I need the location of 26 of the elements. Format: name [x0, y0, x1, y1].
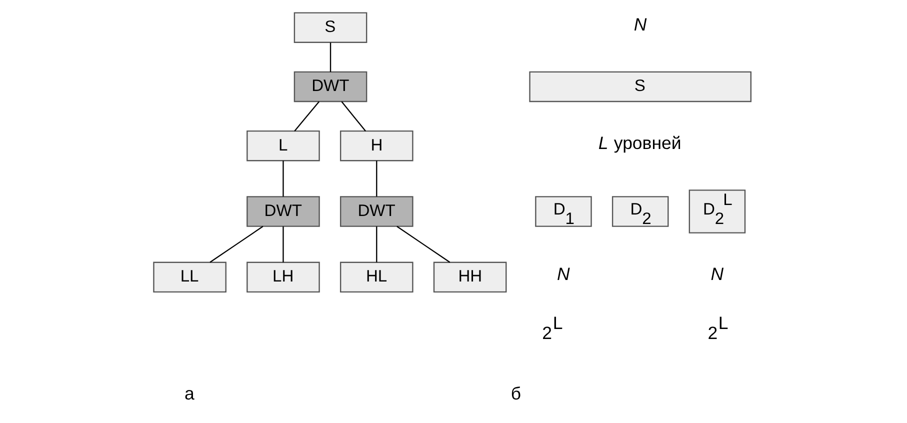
node-box: L	[246, 130, 320, 162]
node-box: S	[294, 12, 368, 43]
label: б	[510, 384, 522, 404]
node-box: DWT	[340, 196, 414, 227]
connector	[210, 226, 264, 263]
connector	[341, 101, 366, 132]
node-box: DWT	[246, 196, 320, 227]
label: N	[556, 264, 570, 284]
node-box: DWT	[294, 71, 368, 102]
node-box: H	[340, 130, 414, 162]
label: N	[634, 14, 647, 35]
label: а	[184, 384, 194, 404]
connector	[282, 160, 284, 197]
label: N	[710, 264, 724, 284]
connector	[294, 101, 320, 132]
connector	[396, 226, 450, 263]
node-box: LH	[246, 262, 320, 292]
connector	[376, 226, 378, 262]
connector	[330, 42, 332, 72]
node-box: LL	[153, 262, 226, 292]
label: L уровней	[598, 132, 682, 153]
connector	[282, 226, 284, 262]
node-box: S	[529, 71, 752, 102]
node-box: HL	[340, 262, 414, 292]
node-box: HH	[433, 262, 507, 292]
connector	[376, 160, 378, 197]
